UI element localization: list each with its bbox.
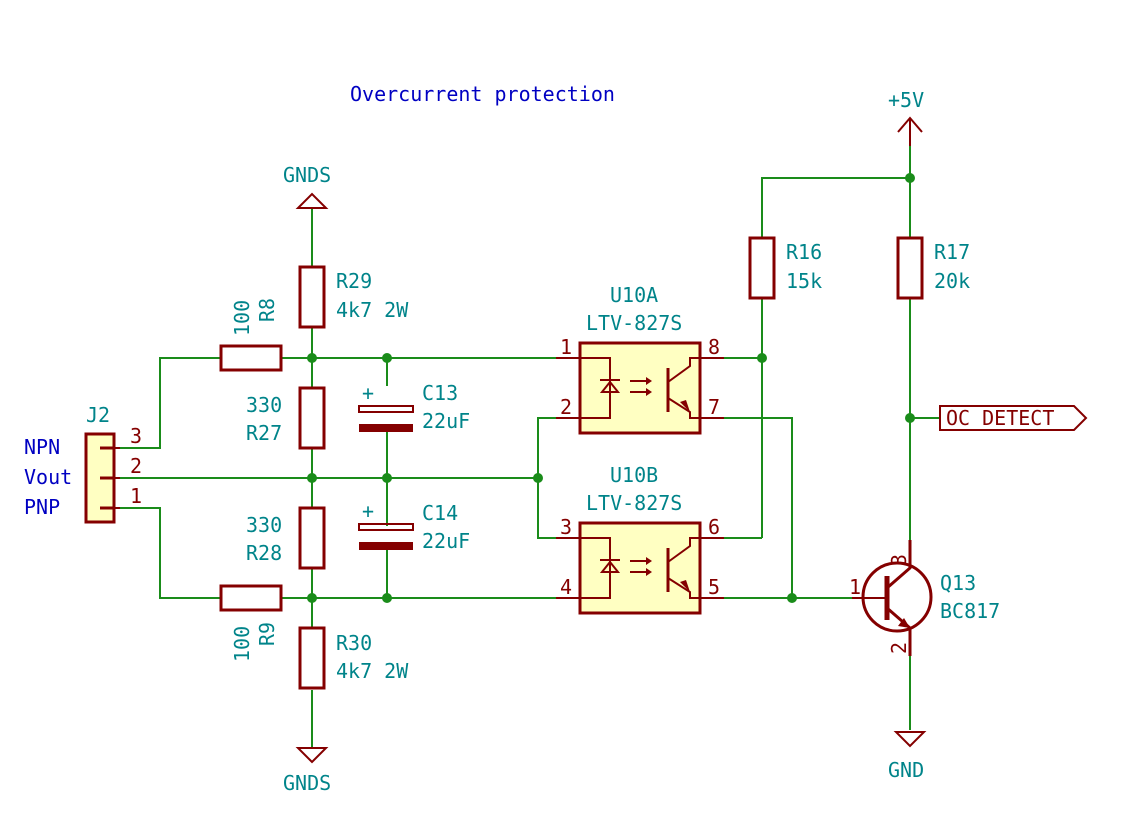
j2-pin-3: 3	[130, 424, 142, 448]
u10a-pin-7: 7	[708, 395, 720, 419]
net-label-oc-detect: OC_DETECT	[939, 405, 1088, 431]
wires	[120, 146, 940, 748]
vcc-label: +5V	[888, 88, 924, 112]
r8-value: 100	[230, 300, 254, 336]
r28-ref: R28	[246, 541, 282, 565]
u10a-pin-1: 1	[560, 335, 572, 359]
optocoupler-u10a: U10A LTV-827S 1 2 8 7	[556, 283, 724, 435]
q13-pin-2: 2	[887, 642, 911, 654]
connector-j2: J2 3 2 1 NPN Vout PNP	[24, 403, 142, 524]
title-note: Overcurrent protection	[350, 82, 615, 106]
u10a-value: LTV-827S	[586, 311, 682, 335]
c14-value: 22uF	[422, 529, 470, 553]
optocoupler-u10b: U10B LTV-827S 3 4 6 5	[556, 463, 724, 615]
resistor-r17: R17 20k	[896, 236, 970, 300]
resistor-r30: R30 4k7 2W	[298, 626, 409, 690]
r27-value: 330	[246, 393, 282, 417]
c14-ref: C14	[422, 501, 458, 525]
resistor-r16: R16 15k	[748, 236, 822, 300]
c13-value: 22uF	[422, 409, 470, 433]
u10b-pin-4: 4	[560, 575, 572, 599]
capacitor-c13: + C13 22uF	[358, 381, 470, 433]
gnds-bottom-symbol: GNDS	[283, 747, 331, 795]
r9-ref: R9	[255, 622, 279, 646]
u10b-pin-3: 3	[560, 515, 572, 539]
j2-label-pnp: PNP	[24, 495, 60, 519]
u10b-value: LTV-827S	[586, 491, 682, 515]
j2-pin-1: 1	[130, 484, 142, 508]
resistor-r8: 100 R8	[219, 298, 283, 372]
r16-value: 15k	[786, 269, 822, 293]
transistor-q13: 1 3 2 Q13 BC817	[849, 540, 1000, 656]
capacitor-c14: + C14 22uF	[358, 499, 470, 553]
r16-ref: R16	[786, 240, 822, 264]
r17-ref: R17	[934, 240, 970, 264]
j2-label-vout: Vout	[24, 465, 72, 489]
u10a-pin-2: 2	[560, 395, 572, 419]
oc-detect-label: OC_DETECT	[946, 406, 1054, 430]
u10a-pin-8: 8	[708, 335, 720, 359]
q13-pin-1: 1	[849, 575, 861, 599]
gnds-top-label: GNDS	[283, 163, 331, 187]
r29-value: 4k7 2W	[336, 298, 409, 322]
q13-value: BC817	[940, 599, 1000, 623]
r17-value: 20k	[934, 269, 970, 293]
gnds-top-symbol: GNDS	[283, 163, 331, 209]
c13-ref: C13	[422, 381, 458, 405]
junctions	[307, 173, 915, 603]
r8-ref: R8	[255, 298, 279, 322]
resistor-r28: 330 R28	[246, 506, 326, 570]
u10b-pin-5: 5	[708, 575, 720, 599]
r29-ref: R29	[336, 269, 372, 293]
q13-ref: Q13	[940, 571, 976, 595]
resistor-r9: 100 R9	[219, 584, 283, 662]
u10b-pin-6: 6	[708, 515, 720, 539]
u10b-ref: U10B	[610, 463, 658, 487]
j2-pin-2: 2	[130, 454, 142, 478]
r30-value: 4k7 2W	[336, 659, 409, 683]
gnd-label: GND	[888, 758, 924, 782]
resistor-r29: R29 4k7 2W	[298, 265, 409, 329]
r28-value: 330	[246, 513, 282, 537]
gnds-bottom-label: GNDS	[283, 771, 331, 795]
j2-ref: J2	[86, 403, 110, 427]
q13-pin-3: 3	[887, 554, 911, 566]
u10a-ref: U10A	[610, 283, 658, 307]
gnd-symbol: GND	[888, 731, 927, 782]
j2-label-npn: NPN	[24, 435, 60, 459]
r9-value: 100	[230, 626, 254, 662]
c14-plus: +	[362, 499, 374, 523]
c13-plus: +	[362, 381, 374, 405]
r30-ref: R30	[336, 631, 372, 655]
resistor-r27: 330 R27	[246, 386, 326, 450]
r27-ref: R27	[246, 421, 282, 445]
vcc-symbol: +5V	[888, 88, 924, 146]
